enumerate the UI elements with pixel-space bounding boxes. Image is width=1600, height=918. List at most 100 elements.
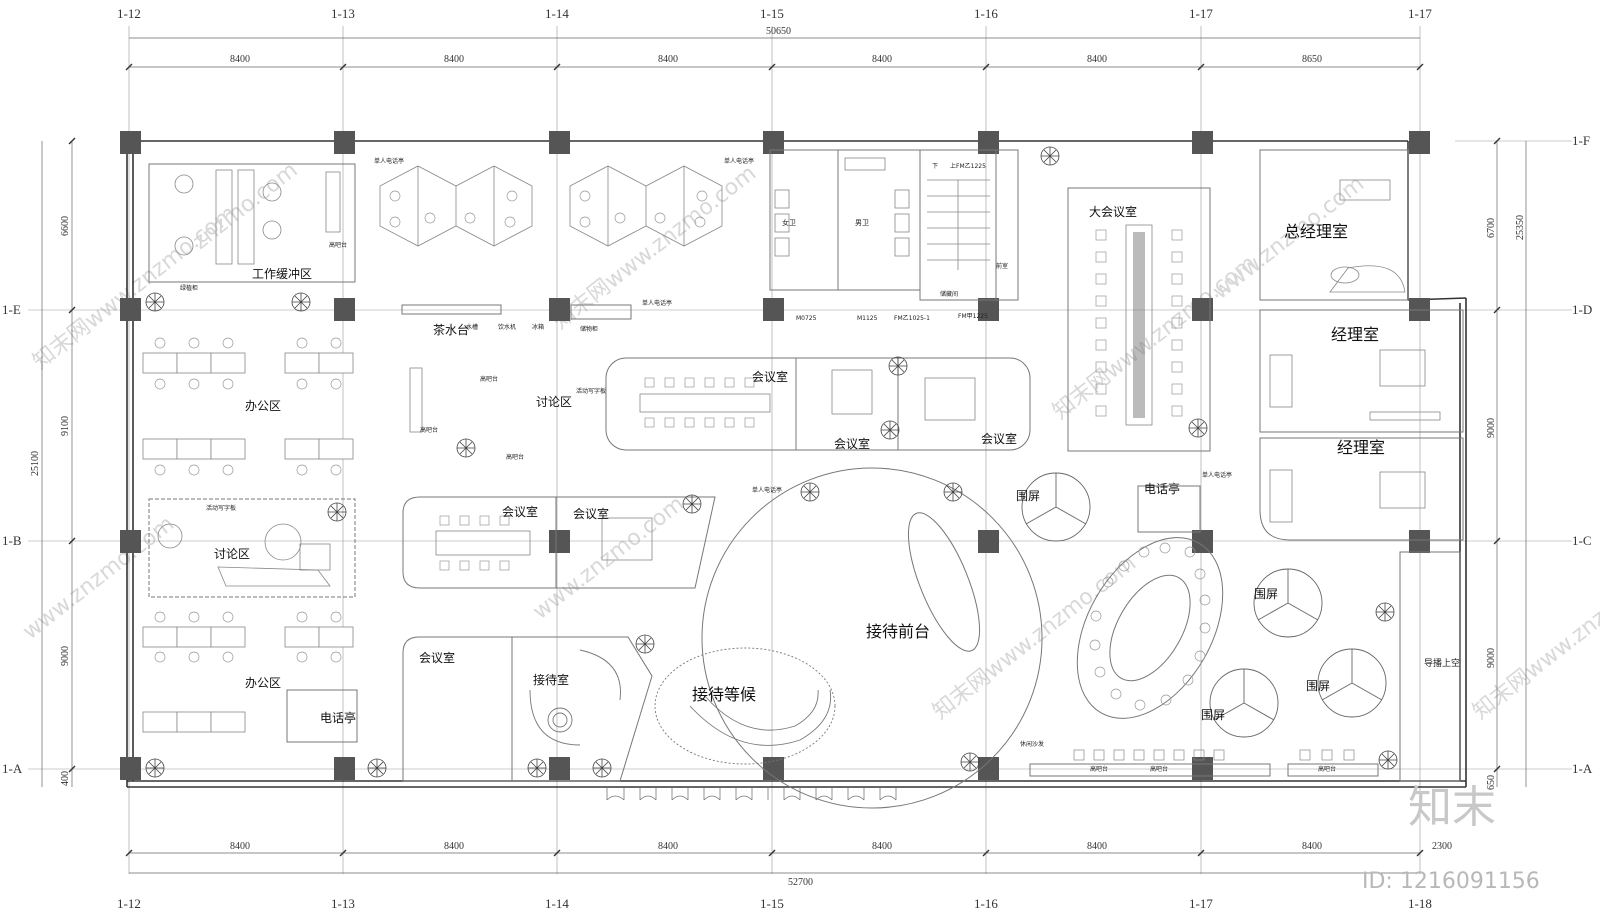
label-discussion-2: 讨论区 [536,395,572,409]
dimension-ticks [68,63,1501,857]
meeting-tables [409,224,1153,561]
label-male-wc: 男卫 [855,219,869,227]
dim-left-2: 9100 [60,416,71,436]
label-door-m1125: M1125 [857,315,878,322]
label-water-dispenser: 饮水机 [498,323,516,331]
label-storage-room: 储藏间 [940,290,958,298]
grid-labels-left: 1-E 1-B 1-A [2,302,23,776]
grid-label-bottom-7: 1-18 [1408,896,1432,911]
grid-label-bottom-1: 1-12 [117,896,141,911]
dim-top-2: 8400 [444,54,464,65]
label-meeting-3: 会议室 [981,431,1017,446]
label-screen-2: 围屏 [1254,587,1278,601]
dim-bottom-6: 8400 [1302,841,1322,852]
grid-labels-right: 1-F 1-D 1-C 1-A [1572,133,1593,776]
label-whiteboard: 活动写字板 [206,504,236,512]
dim-bottom-total: 52700 [788,877,813,888]
dim-bottom-3: 8400 [658,841,678,852]
grid-label-bottom-2: 1-13 [331,896,355,911]
plant-icon [145,758,165,778]
plant-icon [943,482,963,502]
label-ceo-office: 总经理室 [1284,222,1348,241]
toilet-stair-fixtures [774,157,990,270]
plant-icon [327,502,347,522]
reception-room-furniture [529,649,621,746]
cluster-desks [379,165,723,247]
label-high-bar: 高吧台 [480,375,498,383]
plant-icon [367,758,387,778]
dim-left-1: 6600 [60,216,71,236]
plant-icon [592,758,612,778]
label-phone-single: 单人电话亭 [374,157,404,165]
label-storage: 储物柜 [580,325,598,333]
plant-icon [291,292,311,312]
round-meeting-chairs [1089,542,1211,711]
dim-right-3: 9000 [1486,648,1497,668]
grid-label-top-2: 1-13 [331,6,355,21]
label-phone-single: 单人电话亭 [724,157,754,165]
desks-office-1 [142,352,354,733]
label-sofa: 休闲沙发 [1020,740,1044,748]
dim-right-1: 6700 [1486,218,1497,238]
label-office-1: 办公区 [245,398,281,413]
bar-stools [1073,749,1355,761]
grid-label-bottom-6: 1-17 [1189,896,1213,911]
watermark: 知末网www.znzmo.com [1468,551,1600,725]
grid-label-bottom-5: 1-16 [974,896,998,911]
label-phone-single: 单人电话亭 [752,486,782,494]
label-meeting-6: 会议室 [419,650,455,665]
dim-bottom-5: 8400 [1087,841,1107,852]
label-screen-4: 围屏 [1201,708,1225,722]
grid-label-left-1: 1-E [2,302,21,317]
label-meeting-2: 会议室 [834,436,870,451]
plant-icon [145,292,165,312]
dim-left-4: 400 [60,771,71,786]
office-furniture [1269,179,1441,523]
grid-label-top-7: 1-17 [1408,6,1432,21]
label-high-bar: 高吧台 [1318,765,1336,773]
grid-label-right-1: 1-F [1572,133,1590,148]
label-whiteboard: 活动写字板 [576,387,606,395]
label-fridge: 冰箱 [532,323,544,331]
grid-label-left-2: 1-B [2,533,22,548]
dim-top-total: 50650 [766,26,791,37]
dim-top-1: 8400 [230,54,250,65]
label-manager-office-1: 经理室 [1331,325,1379,344]
label-big-meeting: 大会议室 [1089,204,1137,219]
plant-icon [1378,750,1398,770]
grid-label-left-3: 1-A [2,761,23,776]
label-stair-down: 下 [932,163,938,170]
label-discussion-1: 讨论区 [214,547,250,561]
label-high-bar: 高吧台 [420,426,438,434]
watermark: 知末网www.znzmo.com [548,161,761,335]
big-table-fill [1133,232,1145,418]
plant-icon [1375,602,1395,622]
dim-top-6: 8650 [1302,54,1322,65]
label-phone-single: 单人电话亭 [1202,471,1232,479]
dim-top-5: 8400 [1087,54,1107,65]
plant-icon [960,752,980,772]
label-screen-1: 围屏 [1016,489,1040,503]
dim-top-4: 8400 [872,54,892,65]
label-high-bar: 高吧台 [1090,765,1108,773]
label-high-bar: 高吧台 [1150,765,1168,773]
label-buffer: 工作缓冲区 [252,266,312,281]
label-meeting-4: 会议室 [502,504,538,519]
dim-bottom-1: 8400 [230,841,250,852]
label-door-m0725: M0725 [796,315,817,322]
label-phone-single: 单人电话亭 [642,299,672,307]
annotation-labels: 高吧台 高吧台 高吧台 高吧台 高吧台 高吧台 高吧台 水槽 饮水机 冰箱 储物… [180,157,1336,773]
plant-icon [527,758,547,778]
grid-label-right-2: 1-D [1572,302,1592,317]
grid-label-top-5: 1-16 [974,6,998,21]
grid-labels-bottom: 1-12 1-13 1-14 1-15 1-16 1-17 1-18 [117,896,1432,911]
grid-label-bottom-3: 1-14 [545,896,569,911]
label-phone-booth-1: 电话亭 [320,710,356,725]
label-manager-office-2: 经理室 [1337,438,1385,457]
image-id: ID: 1216091156 [1362,869,1540,894]
dim-left-total: 25100 [30,451,41,476]
screen-clusters [1021,472,1387,738]
dim-bottom-4: 8400 [872,841,892,852]
dim-bottom-2: 8400 [444,841,464,852]
